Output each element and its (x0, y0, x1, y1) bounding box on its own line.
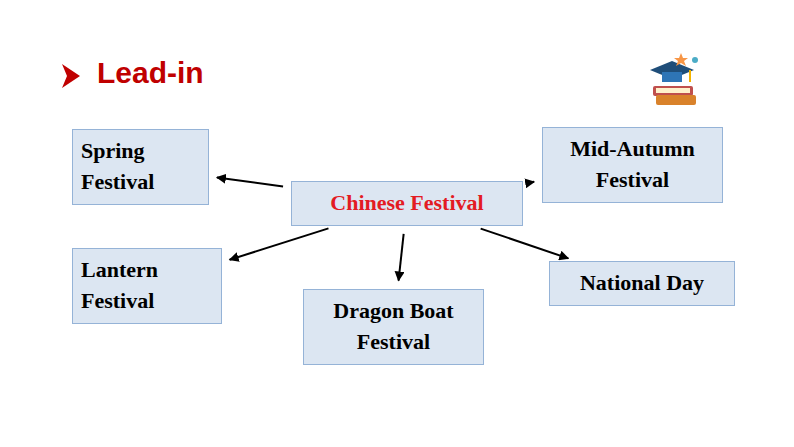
festival-box: Spring Festival (72, 129, 209, 205)
festival-box: Dragon Boat Festival (303, 289, 484, 365)
title-bullet (62, 64, 80, 88)
festival-box: National Day (549, 261, 735, 306)
books-cap-icon (650, 53, 698, 105)
connector-arrow (399, 234, 404, 281)
connector-arrow (217, 177, 283, 186)
connector-arrow (481, 229, 569, 259)
festival-name: Spring Festival (81, 136, 200, 198)
festival-name: Chinese Festival (330, 188, 483, 219)
connector-arrow (230, 228, 329, 259)
festival-box: Chinese Festival (291, 181, 523, 226)
festival-box: Mid-Autumn Festival (542, 127, 723, 203)
festival-name: Dragon Boat Festival (312, 296, 475, 358)
festival-name: National Day (580, 268, 704, 299)
slide-title: Lead-in (97, 56, 204, 90)
festival-name: Mid-Autumn Festival (551, 134, 714, 196)
festival-name: Lantern Festival (81, 255, 213, 317)
connector-arrow (531, 181, 534, 184)
festival-box: Lantern Festival (72, 248, 222, 324)
